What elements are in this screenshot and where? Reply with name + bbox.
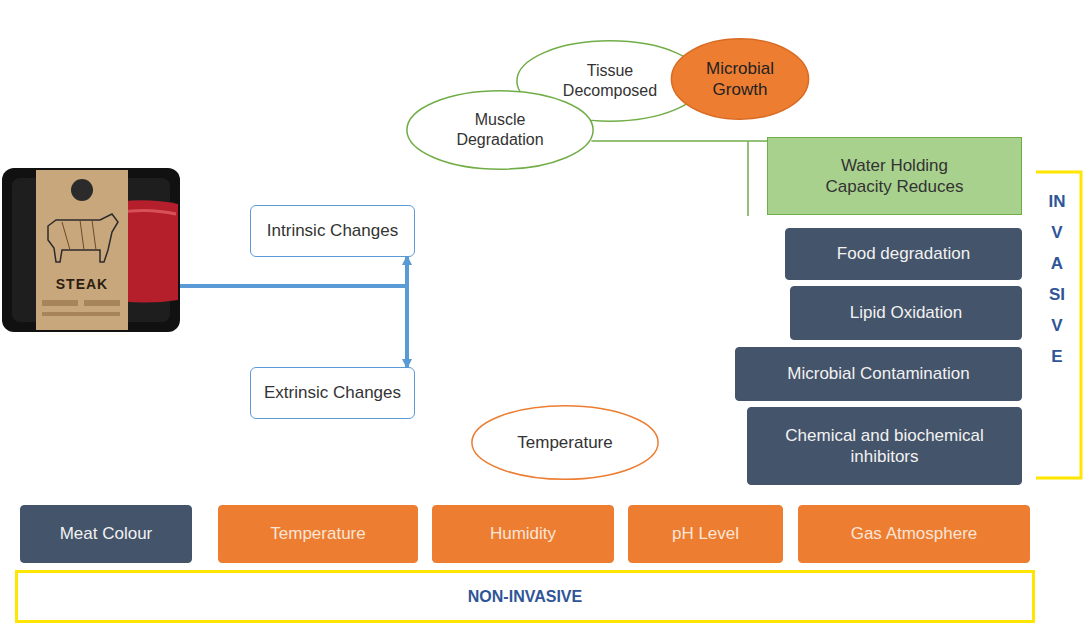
- meat-marbling: [120, 210, 176, 214]
- cow-cuts: [62, 220, 96, 250]
- node-text: Microbial Growth: [695, 58, 785, 101]
- package-tray: [2, 168, 180, 332]
- noninvasive-box: Gas Atmosphere: [798, 505, 1030, 563]
- package-text: STEAK: [36, 276, 128, 292]
- noninvasive-box: Humidity: [432, 505, 614, 563]
- invasive-bracket: [1036, 172, 1081, 478]
- node-text: Food degradation: [837, 243, 970, 264]
- node-text: Water Holding Capacity Reduces: [810, 155, 980, 198]
- noninvasive-band: NON-INVASIVE: [15, 570, 1035, 623]
- connector-arrow: [591, 140, 767, 142]
- state-ellipse: Microbial Growth: [670, 38, 810, 120]
- ellipse-outline: [670, 38, 810, 120]
- state-ellipse: Muscle Degradation: [405, 90, 595, 170]
- noninvasive-box: pH Level: [628, 505, 783, 563]
- cow-outline: [48, 214, 118, 262]
- node-text: Lipid Oxidation: [850, 302, 962, 323]
- node-text: Meat Colour: [60, 523, 153, 544]
- node-text: Chemical and biochemical inhibitors: [785, 425, 985, 468]
- invasive-box: Microbial Contamination: [735, 347, 1022, 401]
- package-label: [36, 170, 128, 330]
- category-box: Extrinsic Changes: [250, 367, 415, 419]
- node-text: Temperature: [517, 432, 612, 453]
- node-text: Muscle Degradation: [443, 110, 558, 150]
- invasive-box: Food degradation: [785, 228, 1022, 280]
- category-box: Intrinsic Changes: [250, 205, 415, 257]
- node-text: Microbial Contamination: [787, 363, 969, 384]
- invasive-label: INVASIVE: [1046, 186, 1068, 372]
- ellipse-outline: [405, 90, 595, 170]
- node-text: Tissue Decomposed: [553, 61, 668, 101]
- label-detail: [84, 300, 120, 306]
- label-logo: [71, 179, 93, 201]
- node-text: pH Level: [672, 523, 739, 544]
- node-text: NON-INVASIVE: [468, 587, 582, 607]
- invasive-box: Lipid Oxidation: [790, 286, 1022, 340]
- connector-arrow: [405, 257, 409, 367]
- label-detail: [42, 300, 78, 306]
- noninvasive-box: Temperature: [218, 505, 418, 563]
- noninvasive-box: Meat Colour: [20, 505, 192, 563]
- connector-line: [180, 284, 407, 288]
- factor-ellipse: Temperature: [470, 405, 660, 480]
- node-text: Humidity: [490, 523, 556, 544]
- label-detail: [42, 312, 120, 316]
- node-text: Gas Atmosphere: [851, 523, 978, 544]
- bracket-line: [747, 141, 749, 216]
- node-text: Temperature: [270, 523, 365, 544]
- invasive-box: Chemical and biochemical inhibitors: [747, 407, 1022, 485]
- node-text: Extrinsic Changes: [264, 382, 401, 403]
- effect-box: Water Holding Capacity Reduces: [767, 137, 1022, 215]
- node-text: Intrinsic Changes: [267, 220, 398, 241]
